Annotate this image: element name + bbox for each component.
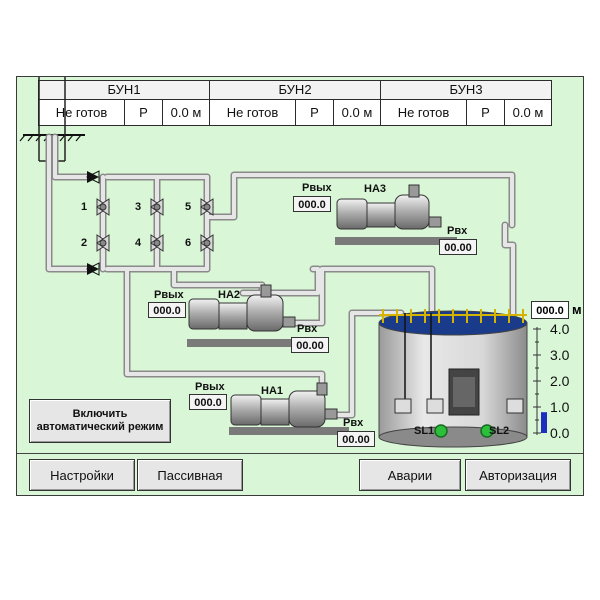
- level-scale: [533, 327, 547, 435]
- na2-p-out-label: Рвых: [154, 289, 184, 301]
- hmi-screen: БУН1 Не готов Р 0.0 м БУН2 Не готов Р 0.…: [16, 76, 584, 496]
- sl1-label: SL1: [414, 425, 435, 437]
- scale-tick-0: 0.0: [550, 425, 570, 441]
- sl2-label: SL2: [489, 425, 510, 437]
- na3-p-in-label: Рвх: [447, 225, 468, 237]
- na3-p-out-label: Рвых: [302, 182, 332, 194]
- valve-3[interactable]: [150, 198, 164, 216]
- valve-6-label: 6: [185, 237, 192, 249]
- na3-p-in-value: 00.00: [439, 239, 477, 255]
- na2-name: НА2: [218, 289, 241, 301]
- bun-2-level: 0.0 м: [334, 100, 380, 125]
- valve-1[interactable]: [96, 198, 110, 216]
- tank-level-unit: м: [572, 302, 582, 317]
- scale-tick-3: 3.0: [550, 347, 570, 363]
- na1-p-out-label: Рвых: [195, 381, 225, 393]
- bun-2-panel: БУН2 Не готов Р 0.0 м: [210, 80, 381, 126]
- settings-button[interactable]: Настройки: [29, 459, 135, 491]
- bun-1-title: БУН1: [39, 81, 209, 100]
- pump-na1[interactable]: [229, 382, 349, 435]
- bun-1-mode: Р: [125, 100, 163, 125]
- scale-tick-2: 2.0: [550, 373, 570, 389]
- bun-2-status: Не готов: [210, 100, 296, 125]
- scale-tick-1: 1.0: [550, 399, 570, 415]
- bottom-bar: [17, 453, 583, 496]
- sl2-indicator: [480, 424, 494, 438]
- passive-button[interactable]: Пассивная: [137, 459, 243, 491]
- na2-p-in-label: Рвх: [297, 323, 318, 335]
- scale-tick-4: 4.0: [550, 321, 570, 337]
- bun-3-mode: Р: [467, 100, 505, 125]
- bun-2-title: БУН2: [210, 81, 380, 100]
- valve-5-label: 5: [185, 201, 192, 213]
- bun-3-title: БУН3: [381, 81, 551, 100]
- valve-4[interactable]: [150, 234, 164, 252]
- bun-1-panel: БУН1 Не готов Р 0.0 м: [38, 80, 210, 126]
- bun-2-mode: Р: [296, 100, 334, 125]
- valve-4-label: 4: [135, 237, 142, 249]
- enable-auto-mode-button[interactable]: Включить автоматический режим: [29, 399, 171, 443]
- pump-na3[interactable]: [335, 184, 457, 245]
- level-bar: [541, 412, 547, 433]
- bun-3-panel: БУН3 Не готов Р 0.0 м: [381, 80, 552, 126]
- na2-p-in-value: 00.00: [291, 337, 329, 353]
- valve-5[interactable]: [200, 198, 214, 216]
- na2-p-out-value: 000.0: [148, 302, 186, 318]
- valve-6[interactable]: [200, 234, 214, 252]
- bun-1-status: Не готов: [39, 100, 125, 125]
- na3-p-out-value: 000.0: [293, 196, 331, 212]
- valve-2[interactable]: [96, 234, 110, 252]
- alarms-button[interactable]: Аварии: [359, 459, 461, 491]
- na1-p-in-value: 00.00: [337, 431, 375, 447]
- bun-1-level: 0.0 м: [163, 100, 209, 125]
- na1-p-out-value: 000.0: [189, 394, 227, 410]
- valve-2-label: 2: [81, 237, 88, 249]
- bun-3-level: 0.0 м: [505, 100, 551, 125]
- process-diagram: [19, 77, 547, 448]
- bun-table: БУН1 Не готов Р 0.0 м БУН2 Не готов Р 0.…: [38, 80, 552, 126]
- na3-name: НА3: [364, 183, 387, 195]
- na1-p-in-label: Рвх: [343, 417, 364, 429]
- valve-3-label: 3: [135, 201, 142, 213]
- bun-3-status: Не готов: [381, 100, 467, 125]
- authorization-button[interactable]: Авторизация: [465, 459, 571, 491]
- sl1-indicator: [434, 424, 448, 438]
- pump-na2[interactable]: [187, 284, 307, 347]
- tank-level-value: 000.0: [531, 301, 569, 319]
- na1-name: НА1: [261, 385, 284, 397]
- valve-1-label: 1: [81, 201, 88, 213]
